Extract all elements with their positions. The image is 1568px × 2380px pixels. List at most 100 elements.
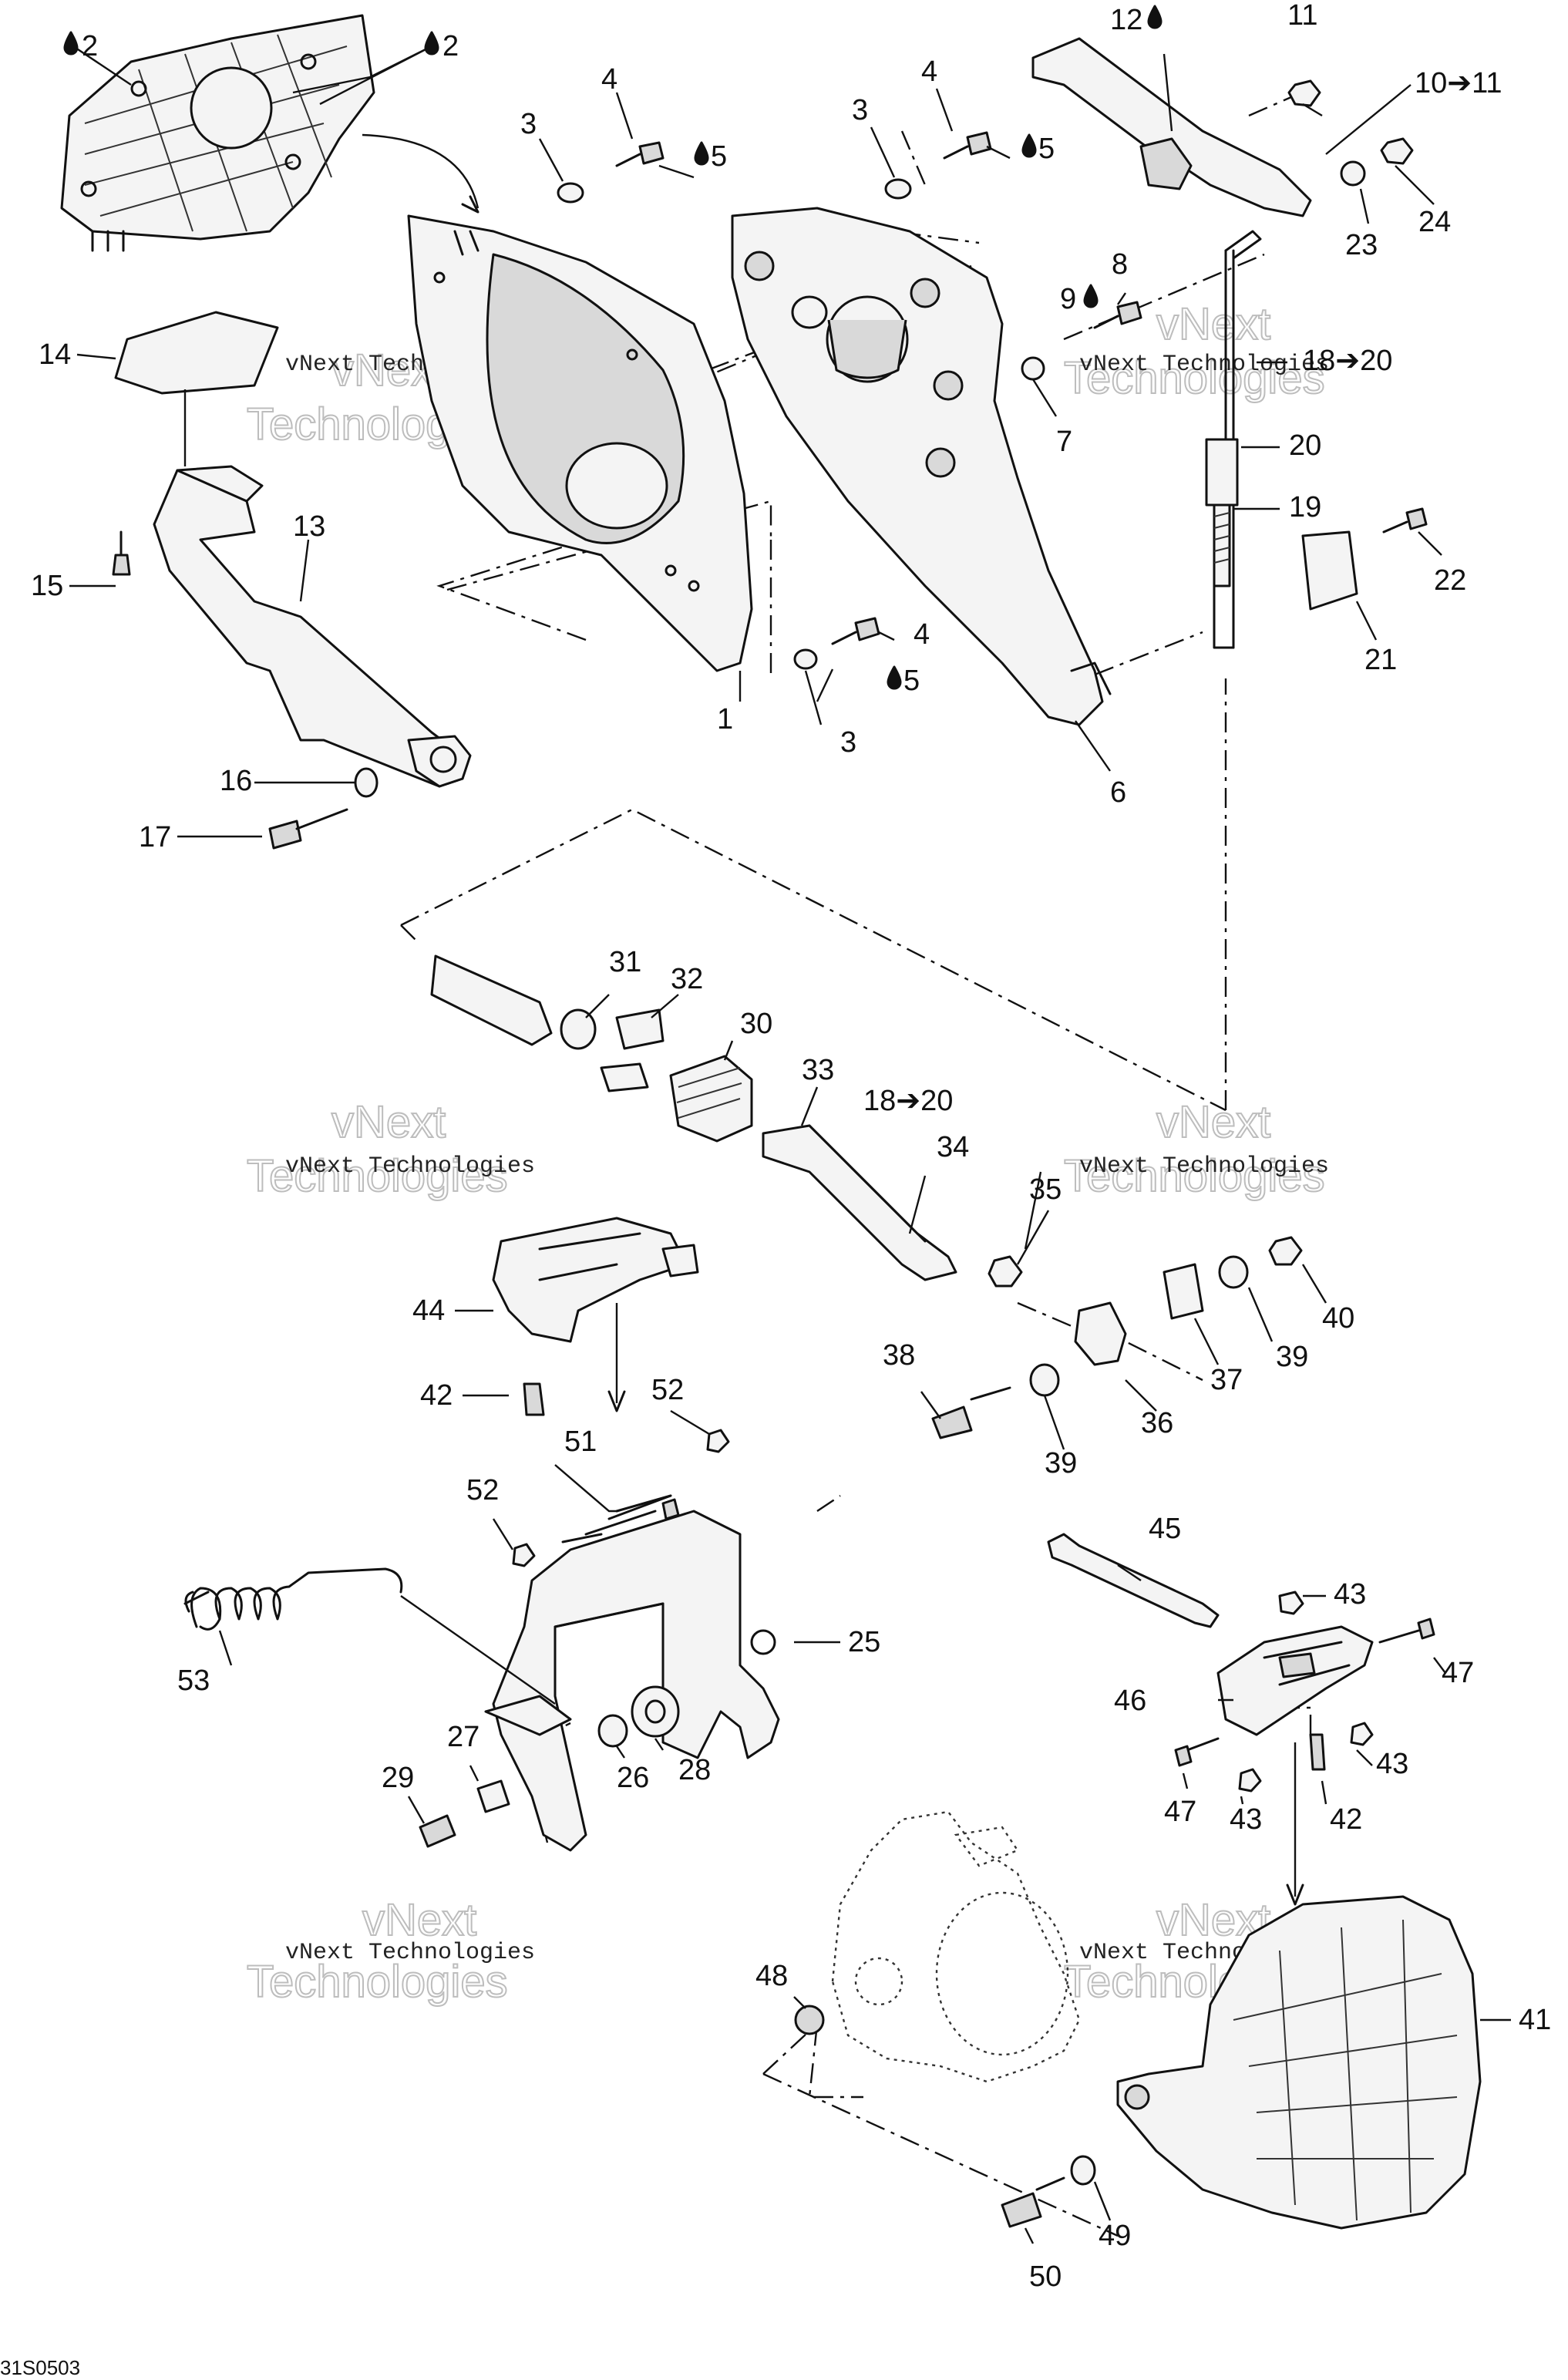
watermark-logo-top-right: vNext	[1156, 299, 1270, 349]
part-26-bushing	[597, 1714, 628, 1748]
figure-code: 31S0503	[0, 2356, 80, 2379]
callout-2: 2	[442, 30, 459, 62]
part-4-bolt-b	[966, 131, 992, 156]
callout-30: 30	[740, 1008, 772, 1040]
part-41-pulley-guard	[1116, 1895, 1482, 2230]
callout-4: 4	[601, 63, 617, 96]
watermark-logo-top-right-2: Technologies	[1064, 353, 1325, 403]
gearbox-outline	[831, 1810, 1081, 2083]
callout-46: 46	[1114, 1685, 1146, 1717]
callout-14: 14	[39, 338, 71, 371]
callout-44: 44	[412, 1294, 445, 1327]
callout-8: 8	[1112, 248, 1128, 281]
part-11-nut	[1287, 79, 1321, 107]
callout-51: 51	[564, 1426, 597, 1458]
leader-lines	[69, 45, 1511, 2244]
part-3-washer-c	[793, 648, 818, 670]
callout-labels: 2 2 3 3 3 4 4 4 5 5 5 6 7 8 9 10➔11 11 1…	[31, 0, 1551, 2293]
callout-29: 29	[382, 1762, 414, 1794]
callout-15: 15	[31, 570, 63, 602]
drop-icon	[424, 31, 439, 56]
callout-49: 49	[1099, 2220, 1131, 2252]
part-18-rod	[1205, 230, 1262, 649]
callout-24: 24	[1418, 206, 1451, 238]
part-7-washer	[1021, 356, 1045, 381]
part-1-housing-plate	[407, 214, 753, 672]
callout-5: 5	[1038, 133, 1055, 165]
callout-3: 3	[840, 726, 856, 759]
part-43-nut-a	[1278, 1591, 1304, 1615]
part-49-washer	[1070, 2155, 1096, 2186]
watermark-logo-mid-left-2: Technologies	[247, 1151, 508, 1201]
callout-43: 43	[1376, 1748, 1408, 1780]
shaft-assembly	[430, 954, 1303, 1439]
callout-50: 50	[1029, 2260, 1062, 2293]
part-33-cable-end	[762, 1124, 957, 1281]
part-25-frame	[484, 1494, 780, 1852]
callout-12: 12	[1110, 4, 1142, 36]
callout-7: 7	[1056, 426, 1072, 458]
part-42-screw-a	[523, 1382, 545, 1416]
callout-36: 36	[1141, 1407, 1173, 1439]
callout-3: 3	[852, 94, 868, 126]
callout-42: 42	[420, 1379, 453, 1412]
part-32-split-collar	[600, 1008, 665, 1092]
part-23-washer	[1340, 160, 1366, 187]
drop-icon	[1021, 133, 1037, 158]
callout-11: 11	[1287, 0, 1317, 32]
callout-28: 28	[678, 1754, 711, 1786]
part-22-bolt	[1405, 507, 1428, 530]
part-28-bearing	[631, 1685, 680, 1738]
part-4-bolt-a	[638, 141, 665, 165]
part-20-adjuster	[1205, 438, 1239, 507]
part-52-nut-b	[512, 1543, 536, 1567]
callout-33: 33	[802, 1054, 834, 1086]
callout-25: 25	[848, 1626, 880, 1658]
part-14-plate	[114, 311, 279, 395]
part-43-nut-c	[1238, 1768, 1262, 1793]
callout-45: 45	[1149, 1513, 1181, 1545]
part-6-outer-plate	[731, 207, 1112, 726]
part-21-plate	[1301, 530, 1358, 611]
callout-39: 39	[1045, 1447, 1077, 1480]
callout-22: 22	[1434, 564, 1466, 597]
callout-27: 27	[447, 1721, 479, 1753]
part-48-bushing	[794, 2005, 825, 2035]
part-16-washer	[354, 767, 379, 798]
watermark-text-bottom-left: vNext Technologies	[285, 1940, 535, 1966]
callout-47: 47	[1442, 1657, 1474, 1689]
callout-41: 41	[1519, 2004, 1551, 2036]
callout-48: 48	[755, 1960, 788, 1992]
drop-icon	[63, 31, 79, 56]
callout-40: 40	[1322, 1302, 1354, 1335]
part-39-washer-b	[1029, 1363, 1060, 1397]
watermark-text-mid-left: vNext Technologies	[285, 1153, 535, 1180]
part-43-nut-b	[1350, 1722, 1374, 1746]
callout-43: 43	[1334, 1578, 1366, 1611]
part-12-bushing	[1139, 137, 1193, 190]
drop-icon	[1147, 5, 1163, 29]
callout-32: 32	[671, 963, 703, 995]
part-19-threaded	[1213, 503, 1231, 587]
fasteners-frame	[419, 1429, 730, 1848]
callout-18: 18➔20	[863, 1085, 953, 1117]
lubricant-markers	[63, 5, 1163, 690]
callout-37: 37	[1210, 1364, 1243, 1396]
part-13-brake-pedal	[153, 465, 472, 788]
drop-icon	[1083, 284, 1099, 308]
part-37-bushing	[1163, 1263, 1204, 1320]
part-47-screw-a	[1417, 1618, 1435, 1640]
part-3-washer-a	[557, 182, 584, 204]
part-38-bolt	[931, 1405, 973, 1439]
drop-icon	[694, 141, 709, 166]
part-15-screw	[112, 554, 131, 576]
part-50-bolt	[1001, 2192, 1042, 2228]
callout-53: 53	[177, 1665, 210, 1697]
part-29-bolt	[419, 1814, 456, 1848]
part-42-screw-b	[1309, 1733, 1326, 1771]
callout-31: 31	[609, 946, 641, 978]
callout-52: 52	[651, 1374, 684, 1406]
callout-6: 6	[1110, 776, 1126, 809]
callout-42: 42	[1330, 1803, 1362, 1836]
part-45-link	[1047, 1533, 1220, 1628]
